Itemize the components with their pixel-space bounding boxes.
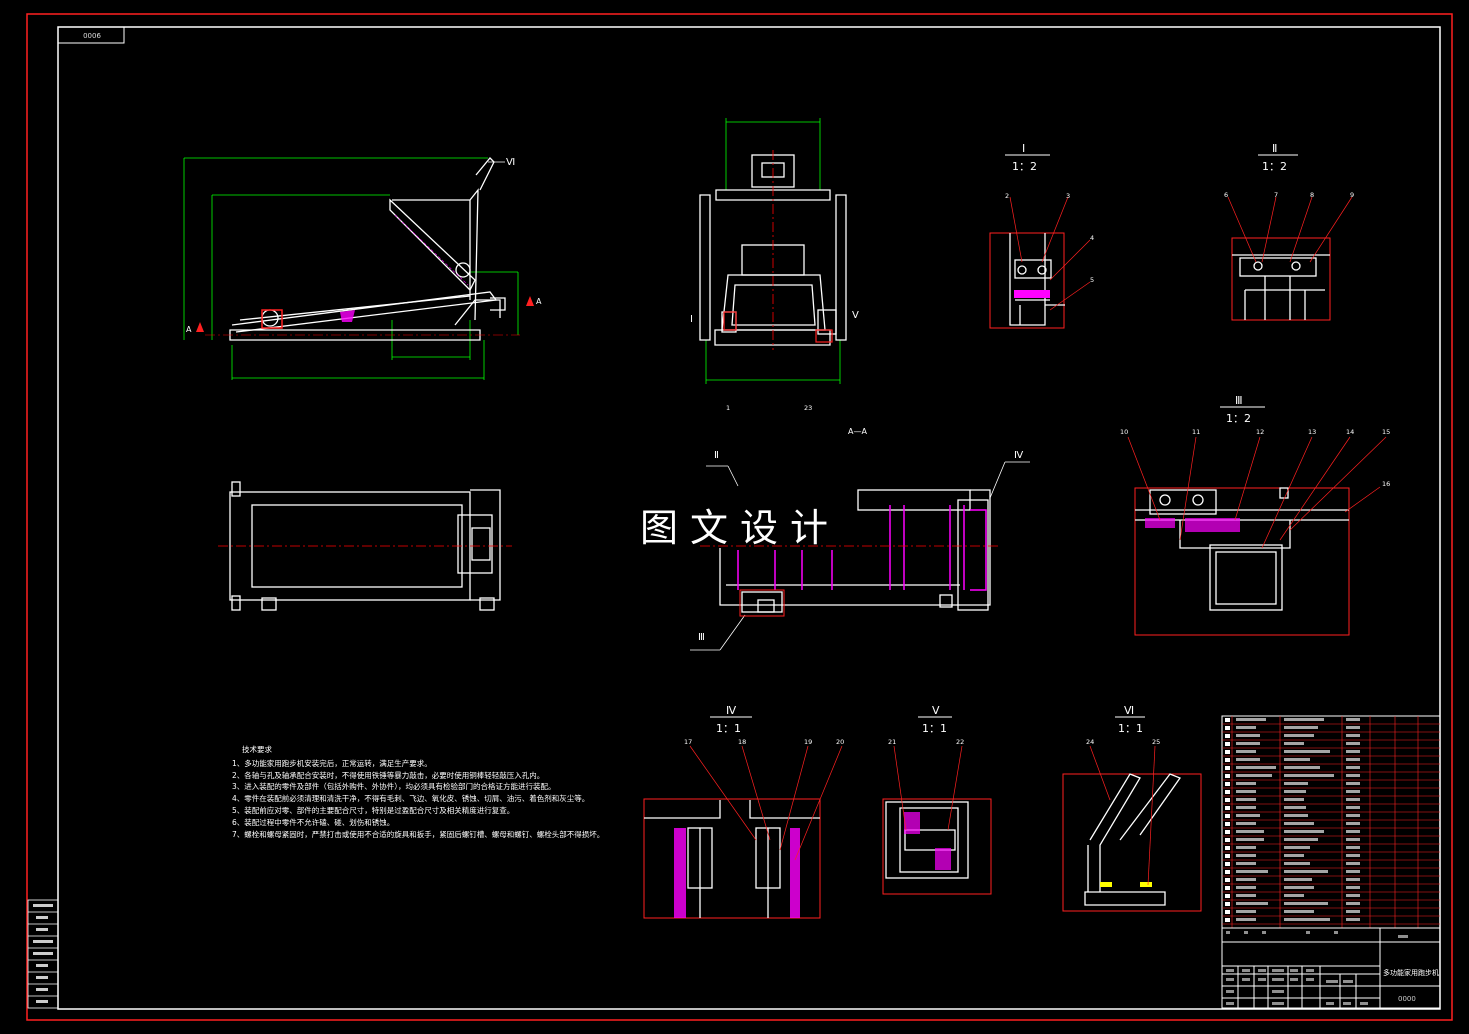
side-stamp-boxes xyxy=(27,899,59,1009)
balloon-20: 20 xyxy=(836,738,844,746)
drawing-code: 0000 xyxy=(1398,995,1416,1003)
tech-req-title: 技术要求 xyxy=(242,745,272,754)
balloon-1: 1 xyxy=(726,404,730,412)
balloon-15: 15 xyxy=(1382,428,1390,436)
section-marker-a-right: A xyxy=(536,297,542,306)
detail-1-view xyxy=(989,154,1091,329)
balloon-2: 2 xyxy=(1005,192,1009,200)
callout-vi-label: Ⅵ xyxy=(506,157,515,168)
drawing-number-box xyxy=(57,26,125,44)
detail-6-scale: 1：1 xyxy=(1118,722,1143,735)
tech-req-item: 1、多功能家用跑步机安装完后，正常运转，满足生产要求。 xyxy=(232,758,432,768)
balloon-8: 8 xyxy=(1310,191,1314,199)
balloon-23: 23 xyxy=(804,404,812,412)
detail-6-view xyxy=(1062,716,1202,912)
tech-req-item: 5、装配前应对零、部件的主要配合尺寸，特别是过盈配合尺寸及相关精度进行复查。 xyxy=(232,805,515,815)
detail-5-scale: 1：1 xyxy=(922,722,947,735)
watermark-text: 图文设计 xyxy=(640,506,841,550)
section-aa-view xyxy=(690,461,1030,651)
detail-2-view xyxy=(1227,154,1353,321)
balloon-22: 22 xyxy=(956,738,964,746)
section-aa-label: A—A xyxy=(848,427,867,436)
balloon-10: 10 xyxy=(1120,428,1128,436)
balloon-5: 5 xyxy=(1090,276,1094,284)
detail-4-view xyxy=(643,716,843,919)
balloon-17: 17 xyxy=(684,738,692,746)
inner-border xyxy=(57,26,1441,1010)
balloon-14: 14 xyxy=(1346,428,1354,436)
detail-5-view xyxy=(882,716,992,895)
balloon-21: 21 xyxy=(888,738,896,746)
balloon-24: 24 xyxy=(1086,738,1094,746)
detail-2-roman: Ⅱ xyxy=(1272,142,1277,155)
technical-requirements: 技术要求 1、多功能家用跑步机安装完后，正常运转，满足生产要求。 2、各轴与孔及… xyxy=(232,744,604,840)
detail-3-scale: 1：2 xyxy=(1226,412,1251,425)
callout-iii-label: Ⅲ xyxy=(698,632,705,643)
tech-req-item: 6、装配过程中零件不允许磕、碰、划伤和锈蚀。 xyxy=(232,817,395,827)
balloon-25: 25 xyxy=(1152,738,1160,746)
section-marker-a-left: A xyxy=(186,325,192,334)
outer-border xyxy=(26,13,1453,1021)
tech-req-item: 4、零件在装配前必须清理和清洗干净，不得有毛刺、飞边、氧化皮、锈蚀、切屑、油污、… xyxy=(232,794,590,804)
detail-4-roman: Ⅳ xyxy=(726,704,737,717)
detail-5-roman: Ⅴ xyxy=(932,704,940,717)
tech-req-item: 2、各轴与孔及轴承配合安装时，不得使用铁锤等暴力敲击，必要时使用铜棒轻轻敲压入孔… xyxy=(232,770,545,780)
drawing-number: 0006 xyxy=(83,32,101,40)
title-block xyxy=(1221,927,1441,1009)
balloon-13: 13 xyxy=(1308,428,1316,436)
front-view xyxy=(699,118,847,384)
detail-3-roman: Ⅲ xyxy=(1235,394,1243,407)
callout-i-label: Ⅰ xyxy=(690,314,693,325)
balloon-3: 3 xyxy=(1066,192,1070,200)
callout-iv-label: Ⅳ xyxy=(1014,450,1024,461)
detail-1-roman: Ⅰ xyxy=(1022,142,1025,155)
detail-3-view xyxy=(1127,406,1387,636)
tech-req-item: 3、进入装配的零件及部件（包括外购件、外协件），均必须具有检验部门的合格证方能进… xyxy=(232,782,556,792)
balloon-12: 12 xyxy=(1256,428,1264,436)
balloon-19: 19 xyxy=(804,738,812,746)
balloon-18: 18 xyxy=(738,738,746,746)
callout-ii-label: Ⅱ xyxy=(714,450,719,461)
balloon-11: 11 xyxy=(1192,428,1200,436)
detail-4-scale: 1：1 xyxy=(716,722,741,735)
balloon-9: 9 xyxy=(1350,191,1354,199)
detail-2-scale: 1：2 xyxy=(1262,160,1287,173)
parts-list xyxy=(1221,715,1441,929)
top-view xyxy=(218,481,512,611)
side-view xyxy=(183,157,534,380)
callout-v-label: Ⅴ xyxy=(852,310,859,321)
drawing-title: 多功能家用跑步机 xyxy=(1383,969,1439,977)
balloon-6: 6 xyxy=(1224,191,1228,199)
balloon-7: 7 xyxy=(1274,191,1278,199)
balloon-4: 4 xyxy=(1090,234,1094,242)
tech-req-item: 7、螺栓和螺母紧固时，严禁打击或使用不合适的旋具和扳手，紧固后螺钉槽、螺母和螺钉… xyxy=(232,829,605,839)
detail-6-roman: Ⅵ xyxy=(1124,704,1134,717)
balloon-16: 16 xyxy=(1382,480,1390,488)
detail-1-scale: 1：2 xyxy=(1012,160,1037,173)
